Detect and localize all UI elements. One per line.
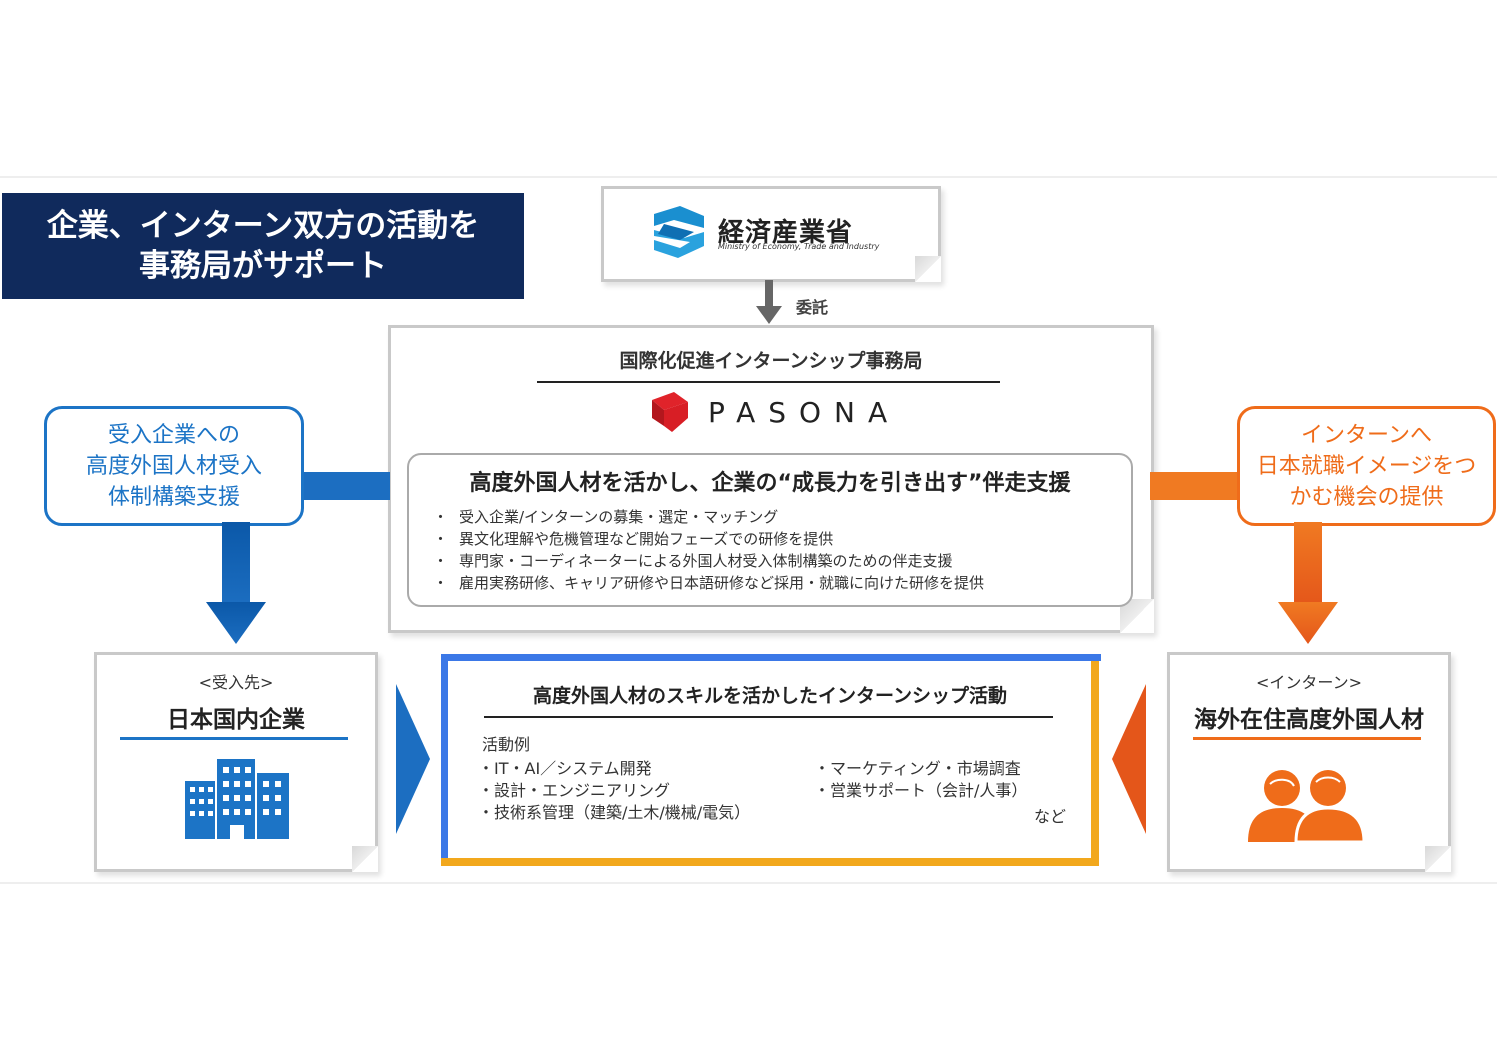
intern-rule <box>1193 737 1421 740</box>
list-item: 営業サポート（会計/人事） <box>818 780 1027 802</box>
top-divider <box>0 176 1497 178</box>
list-item: 雇用実務研修、キャリア研修や日本語研修など採用・就職に向けた研修を提供 <box>455 572 984 594</box>
bottom-divider <box>0 882 1497 884</box>
bubble-line: 日本就職イメージをつ <box>1256 453 1477 479</box>
secretariat-title: 国際化促進インターンシップ事務局 <box>619 350 923 372</box>
intern-support-bubble: インターンへ 日本就職イメージをつ かむ機会の提供 <box>1237 406 1496 526</box>
list-item: 設計・エンジニアリング <box>482 780 750 802</box>
activity-border-bottom <box>441 858 1099 866</box>
left-chevron-icon <box>1112 684 1146 834</box>
bubble-line: 高度外国人材受入 <box>85 453 262 479</box>
list-item: 受入企業/インターンの募集・選定・マッチング <box>455 506 984 528</box>
pasona-logo-text: PASONA <box>708 396 901 429</box>
intern-main-label: 海外在住高度外国人材 <box>1194 707 1424 733</box>
activity-list-left: IT・AI／システム開発 設計・エンジニアリング 技術系管理（建築/土木/機械/… <box>482 758 750 824</box>
left-connector <box>300 472 390 500</box>
support-bullets: 受入企業/インターンの募集・選定・マッチング 異文化理解や危機管理など開始フェー… <box>455 506 984 594</box>
bubble-line: 体制構築支援 <box>107 484 240 510</box>
activity-examples-label: 活動例 <box>482 735 531 754</box>
people-icon <box>1248 770 1366 842</box>
intern-sub-label: <インターン> <box>1255 673 1362 692</box>
support-title: 高度外国人材を活かし、企業の“成長力を引き出す”伴走支援 <box>469 471 1071 496</box>
bubble-line: インターンへ <box>1301 422 1432 448</box>
right-connector <box>1150 472 1240 500</box>
activity-border-top <box>441 654 1101 661</box>
title-banner: 企業、インターン双方の活動を 事務局がサポート <box>2 193 524 299</box>
bubble-line: かむ機会の提供 <box>1289 484 1444 510</box>
company-sub-label: <受入先> <box>198 673 274 692</box>
banner-line-2: 事務局がサポート <box>139 248 387 284</box>
secretariat-rule <box>537 381 1000 383</box>
meti-name: 経済産業省 <box>718 218 854 248</box>
meti-name-en: Ministry of Economy, Trade and Industry <box>718 242 880 251</box>
pasona-logo-icon <box>652 392 688 432</box>
down-arrow-orange-icon <box>1278 522 1338 644</box>
list-item: 異文化理解や危機管理など開始フェーズでの研修を提供 <box>455 528 984 550</box>
down-arrow-blue-icon <box>206 522 266 644</box>
right-chevron-icon <box>396 684 430 834</box>
list-item: IT・AI／システム開発 <box>482 758 750 780</box>
activity-etc: など <box>1034 807 1067 826</box>
activity-border-right <box>1091 661 1099 866</box>
activity-border-left <box>441 654 448 866</box>
company-support-bubble: 受入企業への 高度外国人材受入 体制構築支援 <box>44 406 304 526</box>
list-item: 技術系管理（建築/土木/機械/電気） <box>482 802 750 824</box>
activity-rule <box>484 716 1053 718</box>
meti-logo-icon <box>654 206 704 258</box>
building-icon <box>185 759 289 839</box>
delegation-label: 委託 <box>796 298 829 317</box>
bubble-line: 受入企業への <box>107 422 240 448</box>
list-item: 専門家・コーディネーターによる外国人材受入体制構築のための伴走支援 <box>455 550 984 572</box>
company-main-label: 日本国内企業 <box>167 707 305 733</box>
activity-title: 高度外国人材のスキルを活かしたインターンシップ活動 <box>532 685 1008 707</box>
delegation-arrow-icon <box>756 280 782 324</box>
company-rule <box>120 737 348 740</box>
list-item: マーケティング・市場調査 <box>818 758 1027 780</box>
activity-list-right: マーケティング・市場調査 営業サポート（会計/人事） <box>818 758 1027 802</box>
banner-line-1: 企業、インターン双方の活動を <box>46 208 480 244</box>
